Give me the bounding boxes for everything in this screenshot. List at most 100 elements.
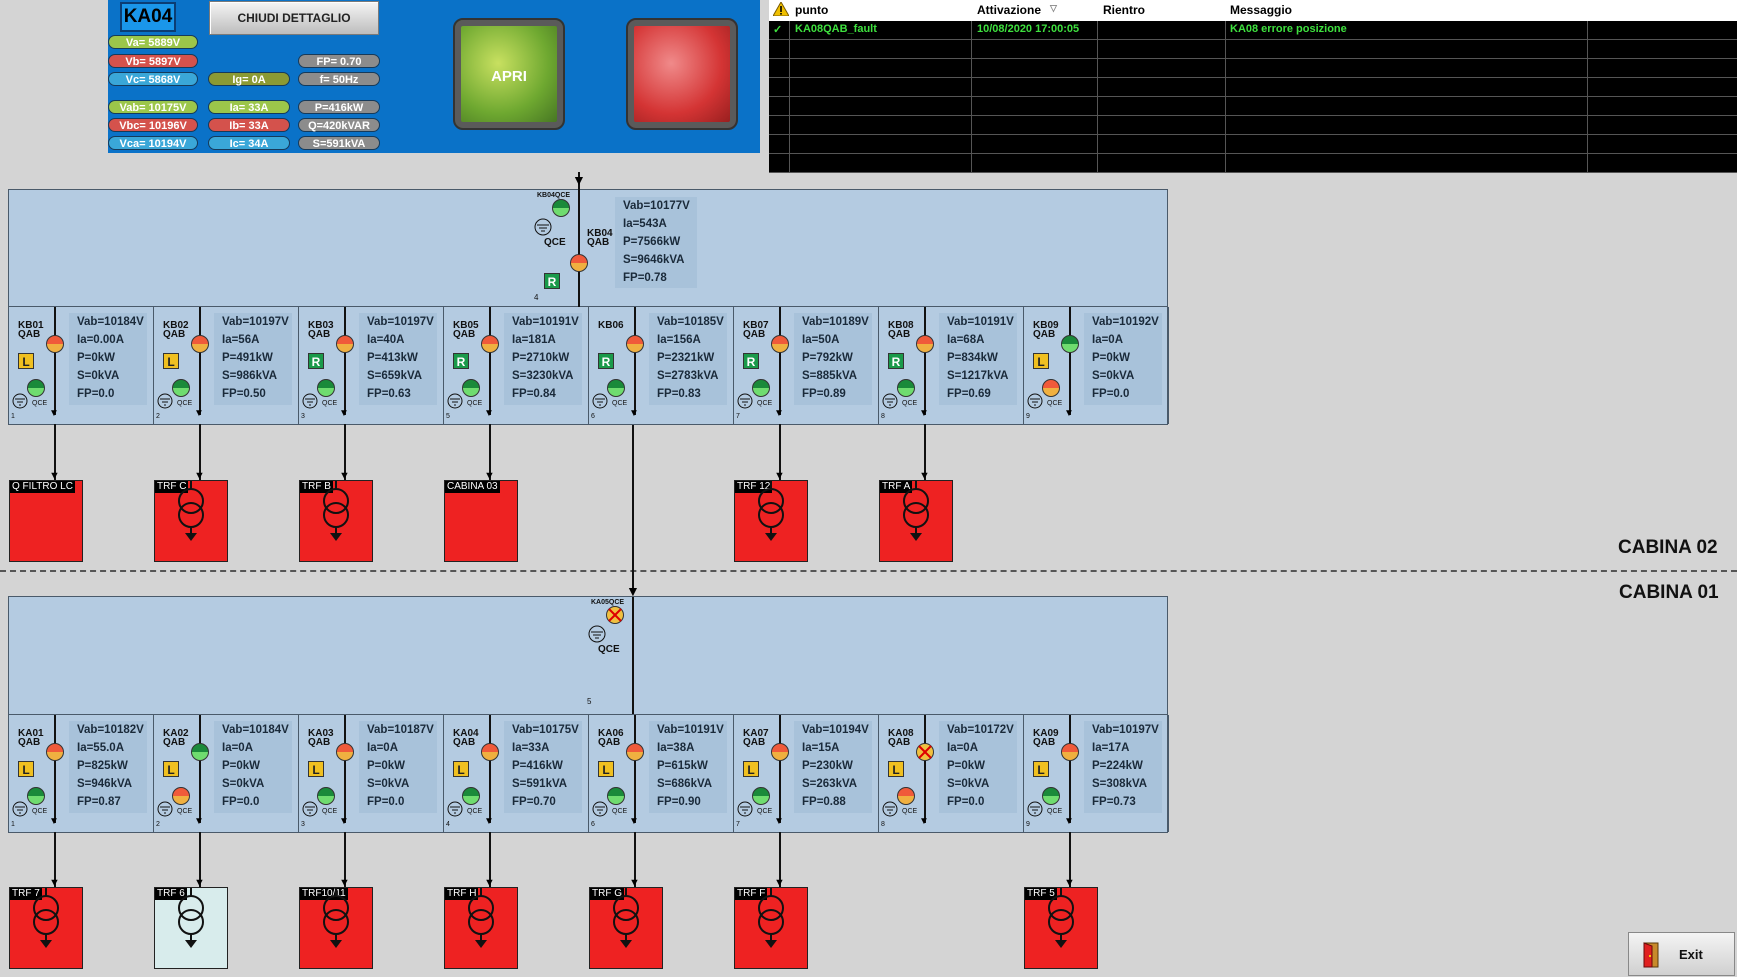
- feeder-qab-breaker[interactable]: [1061, 743, 1079, 761]
- column-messaggio[interactable]: Messaggio: [1230, 3, 1293, 17]
- feeder-qab-breaker[interactable]: [481, 743, 499, 761]
- feeder-qce-breaker[interactable]: [607, 787, 625, 805]
- ka05-qce-breaker[interactable]: [606, 606, 624, 624]
- column-punto[interactable]: punto: [795, 3, 829, 17]
- load-trf-b[interactable]: TRF B: [299, 480, 373, 562]
- feeder-qab-breaker[interactable]: [46, 335, 64, 353]
- feeder-qab-breaker[interactable]: [916, 335, 934, 353]
- feeder-qab-breaker[interactable]: [336, 335, 354, 353]
- feeder-number: 7: [736, 821, 740, 828]
- load-arrow-icon: ▼: [774, 877, 785, 889]
- transformer-icon: [606, 888, 646, 953]
- meas-line: S=263kVA: [802, 778, 858, 790]
- feeder-qce-breaker[interactable]: [1042, 787, 1060, 805]
- column-rientro[interactable]: Rientro: [1103, 3, 1145, 17]
- alarm-row[interactable]: ✓ KA08QAB_fault 10/08/2020 17:00:05 KA08…: [769, 21, 1737, 40]
- feeder-qce-breaker[interactable]: [897, 787, 915, 805]
- feeder-qce-breaker[interactable]: [27, 379, 45, 397]
- feeder-number: 2: [156, 821, 160, 828]
- feeder-qce-breaker[interactable]: [317, 787, 335, 805]
- close-breaker-button[interactable]: [626, 18, 738, 130]
- load-arrow-icon: ▼: [339, 877, 350, 889]
- feeder-qce-breaker[interactable]: [1042, 379, 1060, 397]
- feeder-qce-breaker[interactable]: [27, 787, 45, 805]
- load-arrow-icon: ▼: [484, 470, 495, 482]
- alarm-point: KA08QAB_fault: [795, 23, 877, 35]
- column-attivazione[interactable]: Attivazione: [977, 3, 1042, 17]
- feeder-qab-breaker[interactable]: [46, 743, 64, 761]
- meas-line: Ia=0A: [367, 742, 399, 754]
- feeder-qab-breaker[interactable]: [336, 743, 354, 761]
- feeder-qab-breaker[interactable]: [191, 743, 209, 761]
- load-label: TRF C: [155, 481, 189, 493]
- feeder-qce-breaker[interactable]: [752, 787, 770, 805]
- feeder-qab-breaker[interactable]: [771, 335, 789, 353]
- meas-line: P=792kW: [802, 352, 853, 364]
- sort-down-icon[interactable]: ▽: [1050, 3, 1057, 13]
- feeder-qce-breaker[interactable]: [317, 379, 335, 397]
- load-trf-12[interactable]: TRF 12: [734, 480, 808, 562]
- kb04-qce-breaker[interactable]: [552, 199, 570, 217]
- feeder-qce-breaker[interactable]: [897, 379, 915, 397]
- feeder-qce-breaker[interactable]: [172, 787, 190, 805]
- feeder-name: KA01 QAB: [18, 728, 44, 748]
- load-trf-g[interactable]: TRF G: [589, 887, 663, 969]
- load-q-filtro-lc[interactable]: Q FILTRO LC: [9, 480, 83, 562]
- feeder-mode-badge: L: [18, 761, 34, 777]
- feeder-qce-breaker[interactable]: [607, 379, 625, 397]
- p-value: P=416kW: [298, 100, 380, 114]
- feeder-number: 3: [301, 821, 305, 828]
- exit-button[interactable]: Exit: [1628, 932, 1735, 976]
- feeder-qab-breaker[interactable]: [191, 335, 209, 353]
- kb04-qab-breaker[interactable]: [570, 254, 588, 272]
- open-breaker-button[interactable]: APRI: [453, 18, 565, 130]
- load-trf-h[interactable]: TRF H: [444, 887, 518, 969]
- feeder-qab-breaker[interactable]: [481, 335, 499, 353]
- feeder-qab-breaker[interactable]: [916, 743, 934, 761]
- feeder-qce-breaker[interactable]: [462, 787, 480, 805]
- load-trf-c[interactable]: TRF C: [154, 480, 228, 562]
- load-cabina-03[interactable]: CABINA 03: [444, 480, 518, 562]
- feeder-name: KA08 QAB: [888, 728, 914, 748]
- load-trf-7[interactable]: TRF 7: [9, 887, 83, 969]
- load-trf-f[interactable]: TRF F: [734, 887, 808, 969]
- meas-line: P=416kW: [512, 760, 563, 772]
- feeder-qce-breaker[interactable]: [752, 379, 770, 397]
- ground-icon: [447, 801, 463, 822]
- feeder-qce-breaker[interactable]: [462, 379, 480, 397]
- load-trf-a[interactable]: TRF A: [879, 480, 953, 562]
- load-trf-5[interactable]: TRF 5: [1024, 887, 1098, 969]
- feeder-qce-label: QCE: [1047, 400, 1063, 407]
- feeder-qab-breaker[interactable]: [1061, 335, 1079, 353]
- meas-line: Ia=50A: [802, 334, 840, 346]
- feeder-qab-breaker[interactable]: [626, 743, 644, 761]
- feeder-name: KA06 QAB: [598, 728, 624, 748]
- close-detail-button[interactable]: CHIUDI DETTAGLIO: [209, 1, 379, 35]
- load-trf-6[interactable]: TRF 6: [154, 887, 228, 969]
- feeder-mode-badge: L: [308, 761, 324, 777]
- meas-line: FP=0.0: [77, 388, 115, 400]
- feeder-qce-breaker[interactable]: [172, 379, 190, 397]
- transformer-icon: [1041, 888, 1081, 953]
- feeder-qab-breaker[interactable]: [626, 335, 644, 353]
- incomer-arrow-icon: ▼: [572, 172, 586, 188]
- feeder-qab-breaker[interactable]: [771, 743, 789, 761]
- load-trf10-11[interactable]: TRF10/11: [299, 887, 373, 969]
